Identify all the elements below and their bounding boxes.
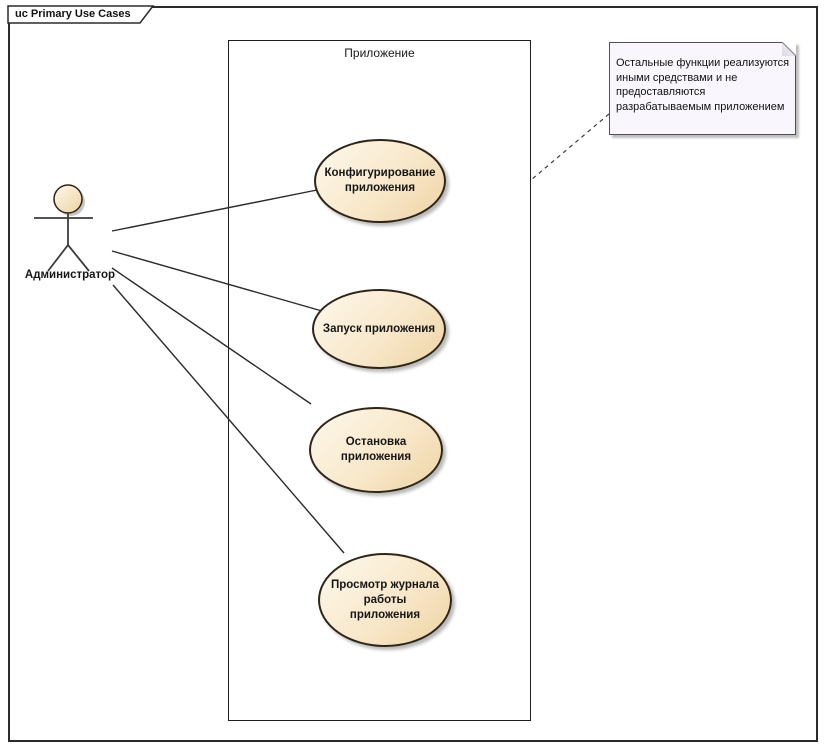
use-case-label: Запуск приложения — [322, 322, 436, 335]
note-text: Остальные функции реализуются иными сред… — [616, 57, 790, 113]
actor-right-leg — [67, 244, 90, 272]
system-boundary[interactable]: Приложение — [228, 40, 531, 721]
note-link-line — [530, 113, 610, 181]
use-case-label: Просмотр журнала работы приложения — [331, 578, 439, 621]
association-log — [112, 284, 345, 554]
association-lines — [111, 189, 345, 554]
frame-tab — [7, 5, 155, 24]
note[interactable]: Остальные функции реализуются иными сред… — [609, 42, 796, 135]
actor-left-leg — [47, 244, 69, 272]
use-case-label: Конфигурирование приложения — [324, 167, 436, 194]
use-case-launch-application[interactable]: Запуск приложения — [312, 289, 446, 369]
use-case-label: Остановка приложения — [340, 436, 412, 463]
association-configure — [111, 189, 318, 232]
use-case-view-application-log[interactable]: Просмотр журнала работы приложения — [318, 553, 452, 647]
diagram-frame — [8, 6, 818, 742]
actor-label: Администратор — [24, 269, 116, 281]
association-launch — [111, 250, 323, 312]
actor-head — [53, 184, 83, 214]
actor-administrator[interactable] — [34, 184, 93, 272]
note-fold-corner-icon — [782, 42, 796, 56]
system-boundary-label: Приложение — [344, 46, 415, 60]
frame-tab-label: uc Primary Use Cases — [15, 8, 131, 20]
use-case-stop-application[interactable]: Остановка приложения — [309, 407, 443, 493]
association-stop — [111, 267, 312, 405]
use-case-configure-application[interactable]: Конфигурирование приложения — [314, 139, 446, 223]
